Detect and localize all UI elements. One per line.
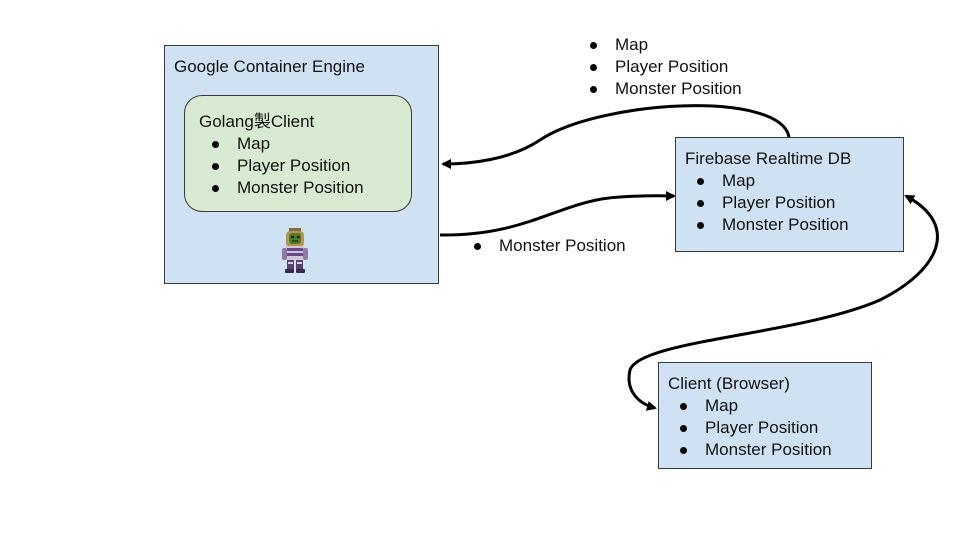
arrow-golang-to-firebase bbox=[439, 190, 676, 237]
edge-label-golang-to-firebase: Monster Position bbox=[463, 235, 626, 257]
golang-client-box: Golang製Client Map Player Position Monste… bbox=[184, 95, 412, 212]
list-item: Monster Position bbox=[579, 78, 742, 100]
list-item: Map bbox=[579, 34, 742, 56]
edge-label-firebase-to-golang: Map Player Position Monster Position bbox=[579, 34, 742, 100]
list-item: Map bbox=[669, 395, 832, 417]
list-item: Map bbox=[686, 170, 849, 192]
firebase-realtime-db-box: Firebase Realtime DB Map Player Position… bbox=[675, 137, 904, 252]
list-item: Monster Position bbox=[201, 177, 364, 199]
list-item: Player Position bbox=[201, 155, 364, 177]
google-container-engine-box: Google Container Engine Golang製Client Ma… bbox=[164, 45, 439, 284]
browser-client-box: Client (Browser) Map Player Position Mon… bbox=[658, 362, 872, 469]
list-item: Map bbox=[201, 133, 364, 155]
firebase-title: Firebase Realtime DB bbox=[685, 149, 852, 168]
browser-client-title: Client (Browser) bbox=[668, 374, 790, 393]
monster-sprite-icon bbox=[282, 228, 308, 273]
list-item: Player Position bbox=[579, 56, 742, 78]
list-item: Monster Position bbox=[686, 214, 849, 236]
gce-title: Google Container Engine bbox=[174, 57, 365, 76]
list-item: Player Position bbox=[669, 417, 832, 439]
list-item: Monster Position bbox=[463, 235, 626, 257]
golang-client-title: Golang製Client bbox=[199, 112, 315, 131]
firebase-list: Map Player Position Monster Position bbox=[686, 170, 849, 236]
browser-client-list: Map Player Position Monster Position bbox=[669, 395, 832, 461]
golang-client-list: Map Player Position Monster Position bbox=[201, 133, 364, 199]
list-item: Monster Position bbox=[669, 439, 832, 461]
list-item: Player Position bbox=[686, 192, 849, 214]
